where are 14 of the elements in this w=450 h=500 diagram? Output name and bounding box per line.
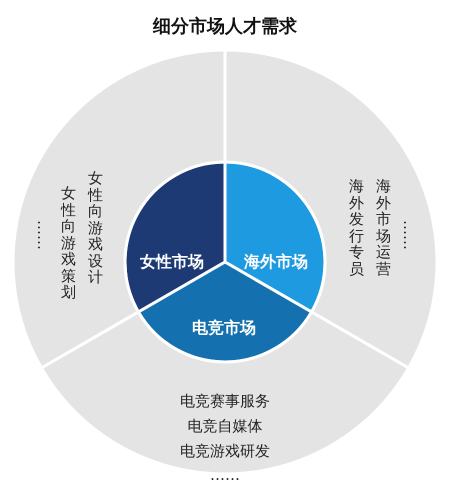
job-title: 电竞游戏研发 <box>179 442 271 461</box>
job-title: 海外发行专员 <box>349 178 364 277</box>
market-label: 电竞市场 <box>191 318 257 339</box>
job-title: 海外市场运营 <box>376 178 391 277</box>
job-title: 电竞赛事服务 <box>179 392 271 411</box>
ellipsis-text: …… <box>400 220 418 250</box>
job-title: 女性向游戏设计 <box>88 170 103 286</box>
market-label: 海外市场 <box>243 252 309 273</box>
job-title: 电竞自媒体 <box>186 417 264 436</box>
ellipsis-text: …… <box>34 220 52 250</box>
market-label: 女性市场 <box>139 252 205 273</box>
ellipsis-text: …… <box>209 466 241 484</box>
title: 细分市场人才需求 <box>152 15 298 38</box>
job-title: 女性向游戏策划 <box>61 185 76 300</box>
